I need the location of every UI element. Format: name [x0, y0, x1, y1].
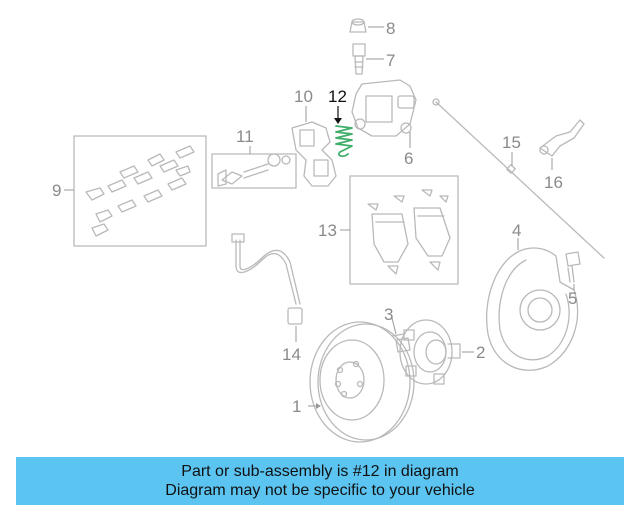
part-4-dust-shield[interactable]: [486, 238, 579, 371]
callout-8: 8: [386, 19, 395, 38]
part-11-pin-kit[interactable]: [211, 146, 297, 189]
callout-13: 13: [318, 221, 337, 240]
part-9-hardware-kit[interactable]: [64, 135, 207, 247]
callout-11: 11: [236, 127, 254, 146]
callout-7: 7: [386, 51, 395, 70]
part-16-lever[interactable]: [539, 119, 585, 170]
part-8-cap[interactable]: [349, 18, 384, 33]
callout-3: 3: [384, 305, 393, 324]
part-5-bolt[interactable]: [565, 251, 581, 290]
callout-9: 9: [52, 181, 61, 200]
part-14-sensor[interactable]: [231, 233, 303, 342]
callout-5: 5: [568, 289, 577, 308]
part-12-spring[interactable]: [334, 106, 353, 158]
banner-line-2: Diagram may not be specific to your vehi…: [165, 482, 475, 499]
part-1-rotor[interactable]: [308, 321, 415, 443]
part-13-pads-kit[interactable]: [340, 175, 459, 285]
callout-15: 15: [502, 133, 521, 152]
callout-14: 14: [282, 345, 301, 364]
part-15-cable[interactable]: [432, 98, 605, 259]
callout-16: 16: [544, 173, 563, 192]
callout-6: 6: [404, 149, 413, 168]
part-10-bracket[interactable]: [291, 106, 337, 187]
part-6-caliper[interactable]: [351, 79, 417, 148]
callout-12: 12: [328, 87, 347, 106]
callout-2: 2: [476, 343, 485, 362]
part-7-bleeder[interactable]: [352, 43, 384, 75]
callout-1: 1: [292, 397, 301, 416]
info-banner: Part or sub-assembly is #12 in diagram D…: [16, 457, 624, 505]
callout-4: 4: [512, 221, 521, 240]
parts-diagram: 8 7 6 10 12: [52, 18, 605, 443]
part-2-hub[interactable]: [399, 319, 474, 385]
callout-10: 10: [294, 87, 313, 106]
banner-line-1: Part or sub-assembly is #12 in diagram: [181, 463, 459, 480]
